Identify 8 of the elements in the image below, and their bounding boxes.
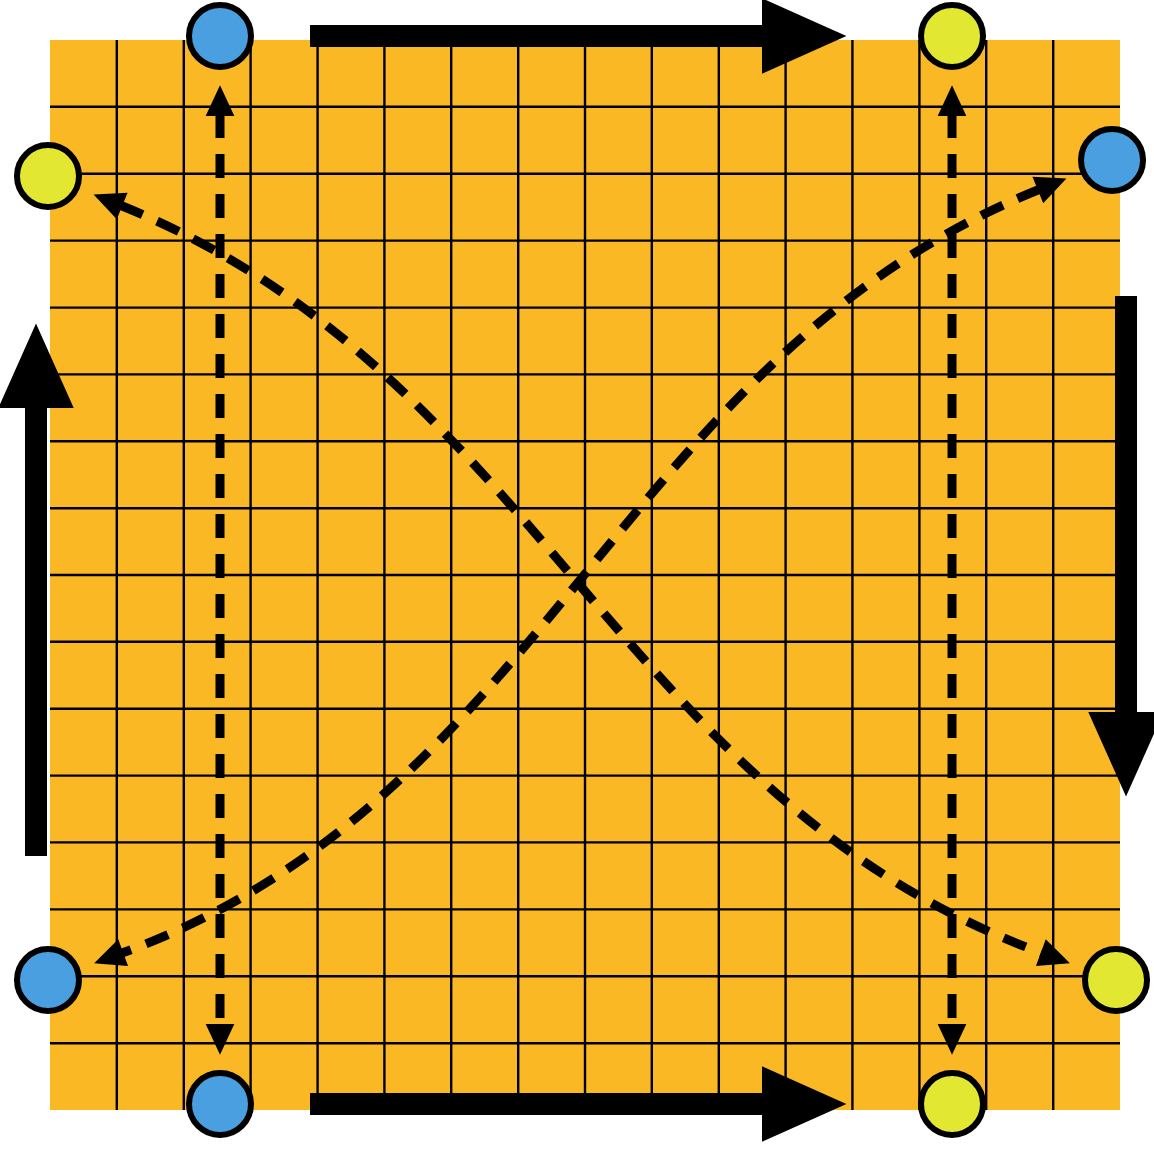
circle-marker — [918, 2, 986, 70]
circle-marker — [1078, 125, 1146, 194]
circle-marker — [1082, 946, 1150, 1014]
circle-marker — [918, 1070, 986, 1138]
circle-marker — [186, 2, 254, 70]
circle-marker — [14, 946, 82, 1014]
circle-marker — [186, 1070, 254, 1138]
circle-marker — [14, 142, 82, 210]
